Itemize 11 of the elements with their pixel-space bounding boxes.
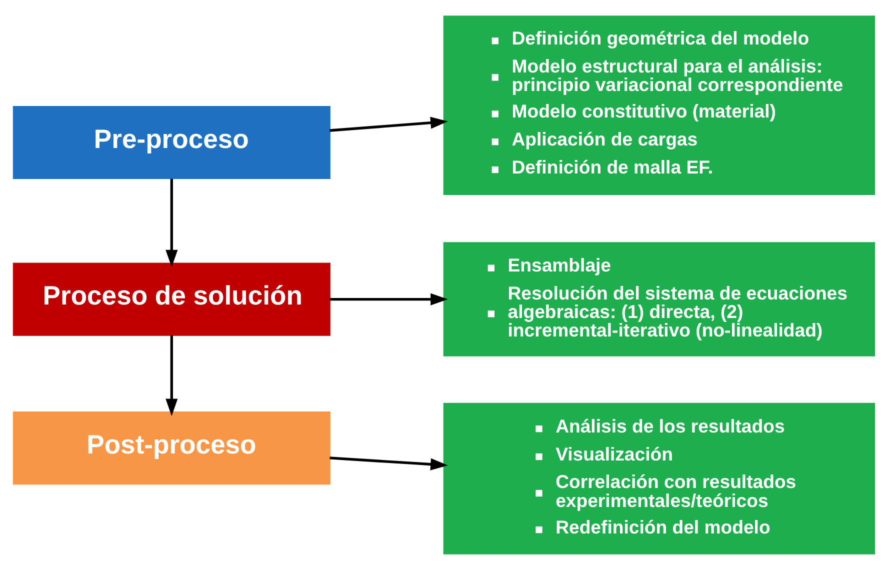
node-box: Proceso de solución [12, 262, 330, 336]
arrow [330, 456, 448, 470]
arrow [166, 334, 178, 416]
arrow [166, 178, 178, 267]
node-box: Post-proceso [12, 411, 330, 484]
node-box: Ensamblaje Resolución del sistema de ecuaciones algebraicas: (1) directa, (2) incremental-iterativo (no-linealidad) [443, 242, 876, 356]
arrow [330, 292, 448, 305]
node-box: Pre-proceso [12, 105, 330, 179]
node-box: Análisis de los resultados Visualización Correlación con resultados experimentales/teóricos Redefinición del modelo [443, 402, 876, 554]
node-box: Definición geométrica del modelo Modelo estructural para el análisis: principio variacional correspondiente Modelo constitutivo (material) Aplicación de cargas Definición de malla EF. [443, 15, 876, 194]
arrow [330, 116, 448, 132]
